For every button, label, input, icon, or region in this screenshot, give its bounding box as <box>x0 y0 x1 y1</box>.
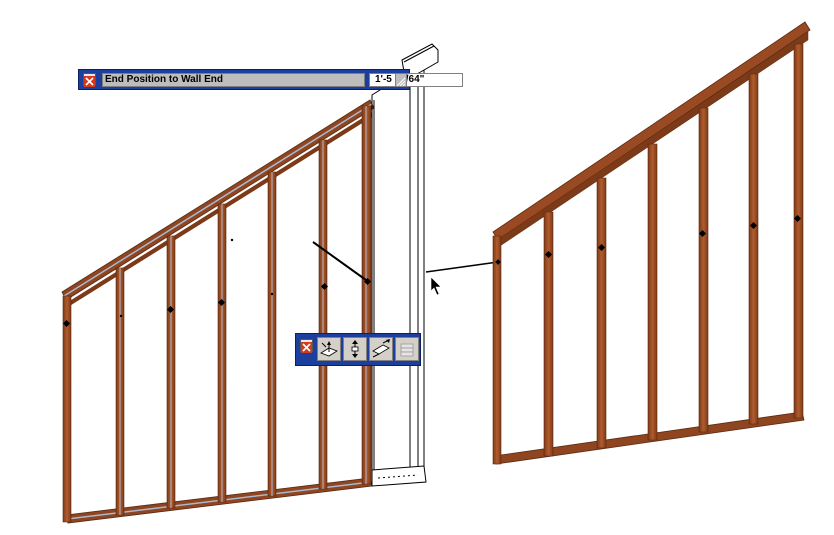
move-node-icon <box>351 340 359 358</box>
right-wall-stud <box>647 143 658 441</box>
left-wall-stud <box>62 295 72 523</box>
tracker-close-button[interactable] <box>83 73 96 87</box>
rubber-band-line <box>425 261 499 273</box>
pet-palette <box>295 333 421 366</box>
offset-edge-button[interactable] <box>369 337 393 361</box>
right-wall-hotspots[interactable] <box>495 214 802 265</box>
mouse-pointer-icon <box>430 276 442 296</box>
layers-disabled-icon <box>400 343 414 357</box>
layers-disabled-button <box>395 337 419 361</box>
wall-end-preview <box>371 43 439 487</box>
right-wall-stud <box>596 177 607 449</box>
left-wall-studs <box>62 105 372 523</box>
right-wall-stud <box>492 235 502 465</box>
resize-grip-icon <box>396 77 406 87</box>
pet-palette-close-button[interactable] <box>300 339 313 353</box>
right-wall-frame[interactable] <box>492 21 811 465</box>
right-wall-stud <box>748 73 759 425</box>
tracker-value-input[interactable]: 1'-5 15/64" <box>369 73 463 87</box>
left-wall-top-plate-selection <box>63 103 373 297</box>
tracker-palette: End Position to Wall End 1'-5 15/64" <box>78 69 463 90</box>
close-x-icon <box>84 76 95 87</box>
tracker-resize-grip[interactable] <box>395 73 407 87</box>
stretch-height-button[interactable] <box>317 337 341 361</box>
offset-edge-icon <box>372 339 390 358</box>
rubber-band-line <box>312 241 367 281</box>
right-wall-stud <box>698 107 709 433</box>
stretch-height-icon <box>320 341 338 357</box>
right-wall-stud <box>793 43 804 419</box>
tracker-field-label: End Position to Wall End <box>102 73 365 87</box>
move-node-button[interactable] <box>343 337 367 361</box>
left-wall-selection-outlines <box>119 106 367 515</box>
right-wall-studs <box>492 43 804 465</box>
close-x-icon <box>301 342 312 353</box>
left-wall-frame[interactable] <box>61 99 375 524</box>
left-wall-hotspots[interactable] <box>62 238 372 328</box>
right-wall-stud <box>543 211 554 457</box>
